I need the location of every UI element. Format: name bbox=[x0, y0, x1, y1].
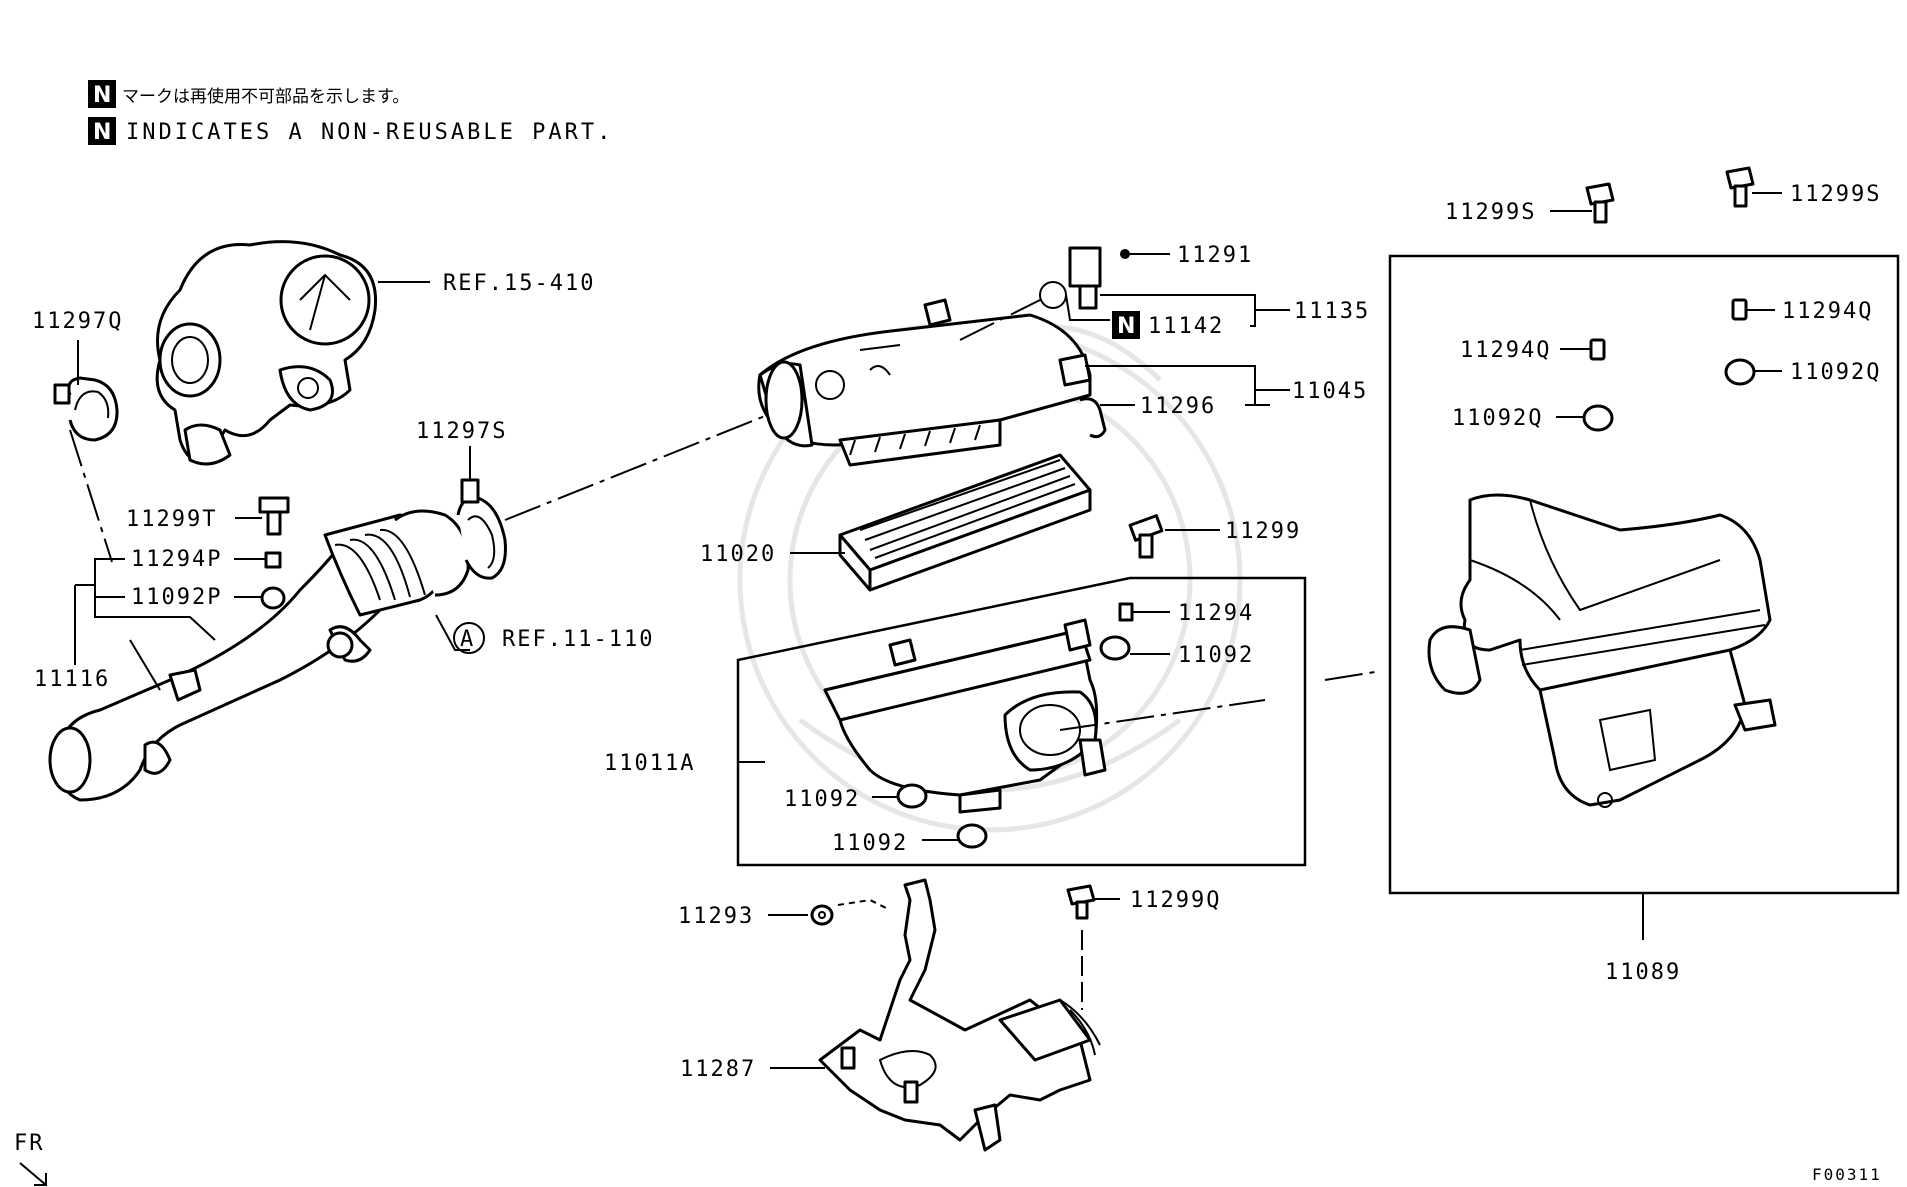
turbocharger-ref bbox=[155, 240, 378, 466]
label-11296: 11296 bbox=[1140, 394, 1216, 419]
assembly-frame-11011a bbox=[736, 576, 1307, 867]
air-cleaner-cover-11045 bbox=[757, 298, 1092, 467]
ref-15-410-label: REF.15-410 bbox=[443, 271, 595, 296]
nut-11293 bbox=[810, 904, 834, 926]
bolt-11299 bbox=[1128, 514, 1164, 559]
label-11011a: 11011A bbox=[604, 751, 695, 776]
label-11299t: 11299T bbox=[126, 507, 217, 532]
ref-a-circle-icon bbox=[453, 622, 485, 654]
label-11092q-left: 11092Q bbox=[1452, 406, 1543, 431]
label-11020: 11020 bbox=[700, 542, 776, 567]
air-cleaner-case-11011a bbox=[823, 618, 1107, 814]
label-11294: 11294 bbox=[1178, 601, 1254, 626]
front-arrow-icon bbox=[19, 1162, 47, 1186]
label-11299s-right: 11299S bbox=[1790, 182, 1881, 207]
legend: N マークは再使用不可部品を示します。 N INDICATES A NON-RE… bbox=[88, 80, 613, 145]
airflow-sensor-11135 bbox=[1068, 246, 1130, 310]
legend-note-ja: マークは再使用不可部品を示します。 bbox=[122, 86, 409, 107]
label-11092-mid: 11092 bbox=[784, 787, 860, 812]
grommet-11092q-right bbox=[1724, 358, 1756, 386]
label-11294q-left: 11294Q bbox=[1460, 338, 1551, 363]
intake-hose-11116 bbox=[48, 509, 470, 802]
label-11299q: 11299Q bbox=[1130, 888, 1221, 913]
label-11092-top: 11092 bbox=[1178, 643, 1254, 668]
label-11092p: 11092P bbox=[131, 585, 222, 610]
grommet-11092-top bbox=[1099, 635, 1131, 661]
non-reusable-badge-icon bbox=[88, 117, 116, 145]
label-11287: 11287 bbox=[680, 1057, 756, 1082]
label-11089: 11089 bbox=[1605, 960, 1681, 985]
label-11293: 11293 bbox=[678, 904, 754, 929]
figure-id: F00311 bbox=[1812, 1165, 1882, 1184]
badge-letter: N bbox=[93, 83, 111, 108]
grommet-11092-bottom bbox=[956, 823, 988, 849]
legend-note-en: INDICATES A NON-REUSABLE PART. bbox=[126, 120, 613, 145]
label-11092q-right: 11092Q bbox=[1790, 360, 1881, 385]
label-11299s-left: 11299S bbox=[1445, 200, 1536, 225]
label-11092-bottom: 11092 bbox=[832, 831, 908, 856]
label-11297q: 11297Q bbox=[32, 309, 123, 334]
label-11291: 11291 bbox=[1177, 243, 1253, 268]
hose-clip-11296 bbox=[1079, 397, 1107, 439]
label-11142: 11142 bbox=[1148, 314, 1224, 339]
collar-11294q-left bbox=[1589, 338, 1606, 361]
label-11045: 11045 bbox=[1292, 379, 1368, 404]
non-reusable-badge-icon bbox=[88, 80, 116, 108]
label-11294p: 11294P bbox=[131, 547, 222, 572]
grommet-11092q-left bbox=[1582, 404, 1614, 432]
collar-11294q-right bbox=[1731, 298, 1748, 321]
badge-letter: N bbox=[93, 120, 111, 145]
label-11297s: 11297S bbox=[416, 419, 507, 444]
clamp-11297q bbox=[53, 376, 119, 442]
collar-11294p bbox=[264, 551, 282, 569]
intake-duct-11089 bbox=[1427, 493, 1777, 808]
bolt-11299s-left bbox=[1585, 182, 1615, 224]
bolt-11299q bbox=[1066, 884, 1096, 920]
label-11294q-right: 11294Q bbox=[1782, 299, 1873, 324]
ref-11-110-label: REF.11-110 bbox=[502, 627, 654, 652]
bolt-11299t bbox=[258, 496, 290, 536]
air-filter-element-11020 bbox=[838, 453, 1092, 592]
label-11116: 11116 bbox=[34, 667, 110, 692]
front-marker-label: FR bbox=[14, 1131, 45, 1156]
badge-letter: N bbox=[1117, 314, 1135, 339]
bracket-11287 bbox=[818, 878, 1101, 1152]
o-ring-11142 bbox=[1039, 281, 1067, 309]
grommet-11092p bbox=[260, 586, 286, 610]
label-11299: 11299 bbox=[1225, 519, 1301, 544]
non-reusable-badge-icon bbox=[1112, 311, 1140, 339]
label-11135: 11135 bbox=[1294, 299, 1370, 324]
bolt-11299s-right bbox=[1725, 166, 1755, 208]
grommet-11092-mid bbox=[896, 783, 928, 809]
collar-11294 bbox=[1118, 602, 1134, 622]
ref-a-letter: A bbox=[460, 627, 475, 652]
